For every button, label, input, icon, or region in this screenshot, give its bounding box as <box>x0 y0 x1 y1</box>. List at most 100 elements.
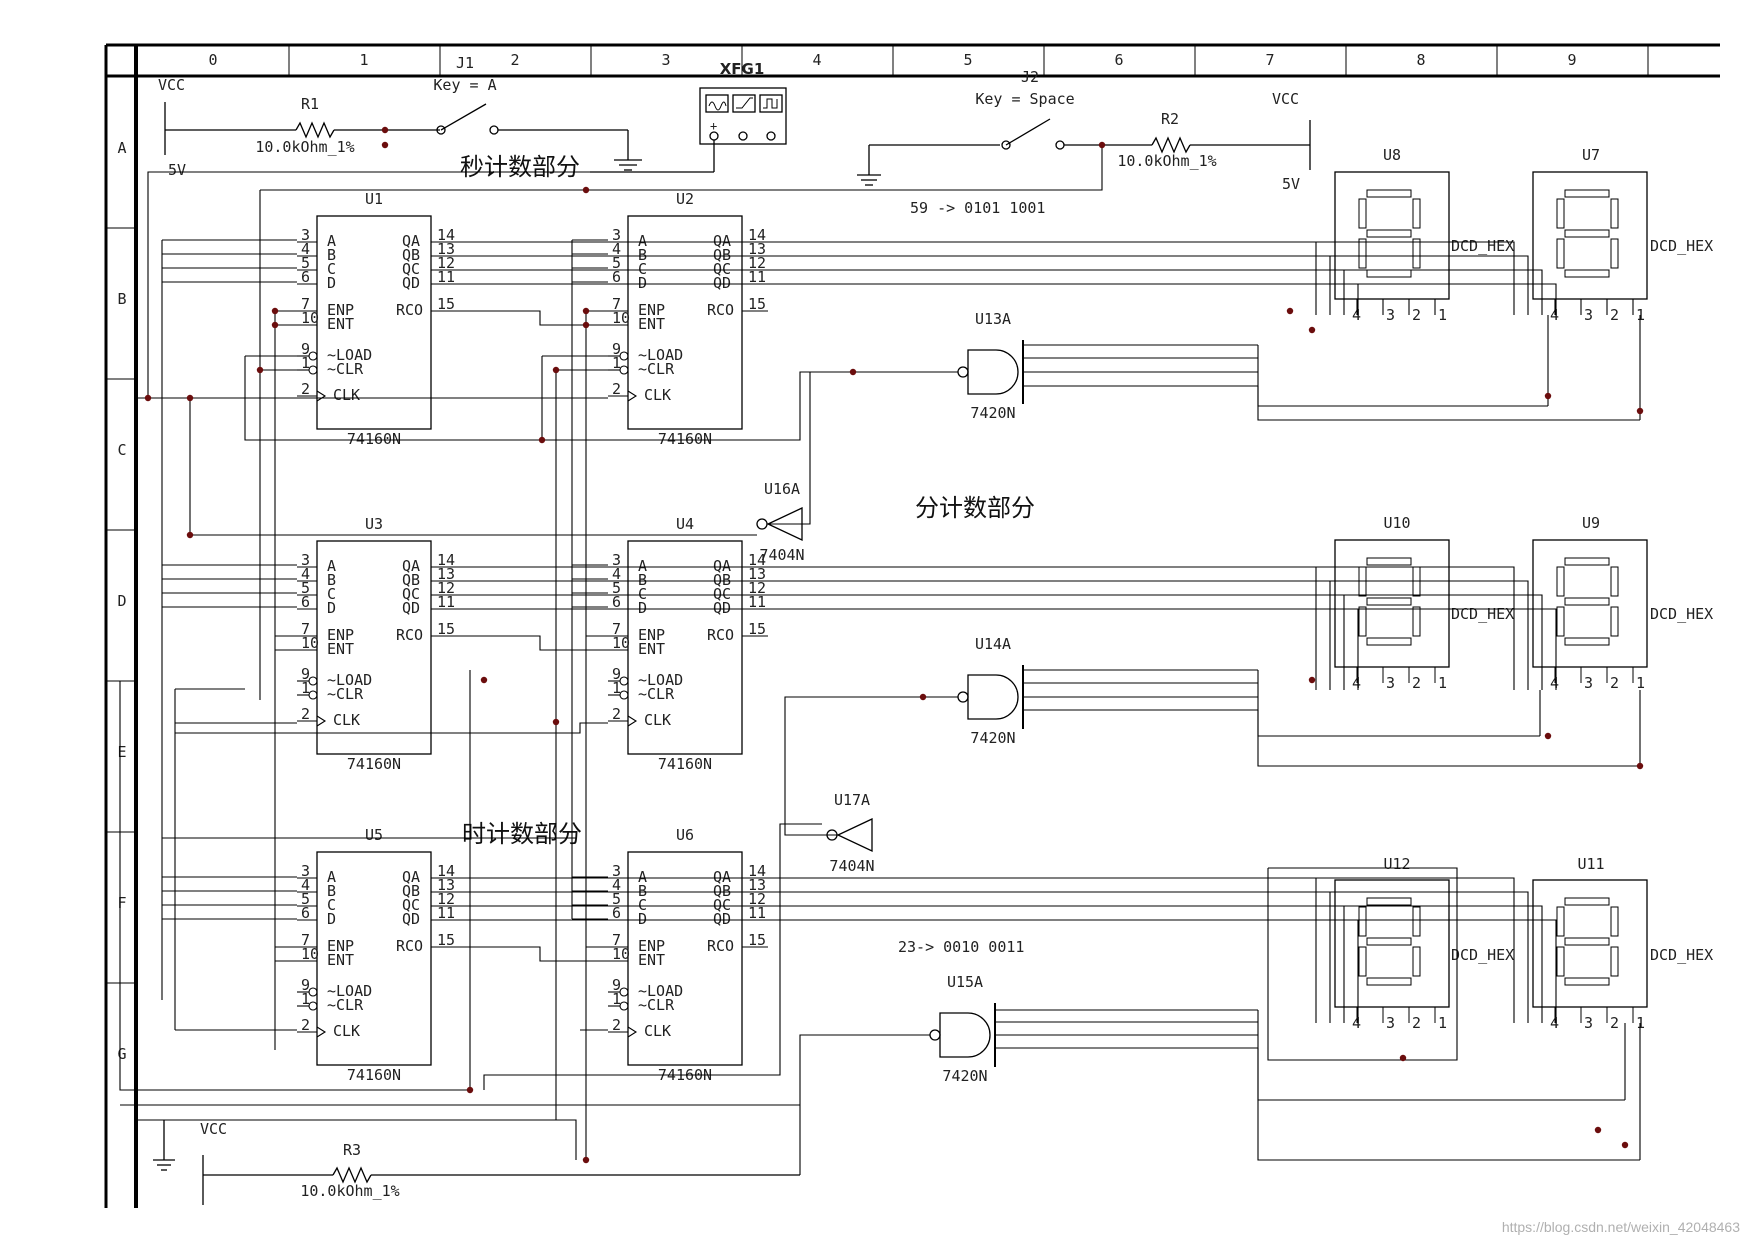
pin-name: RCO <box>396 626 423 644</box>
annotations: 秒计数部分 分计数部分 时计数部分 59 -> 0101 1001 23-> 0… <box>460 153 1045 956</box>
pin-number: 13 <box>437 876 455 894</box>
pin-name: QD <box>402 274 420 292</box>
inversion-bubble <box>308 365 318 375</box>
pin-number: 4 <box>612 240 621 258</box>
resistor-ref: R1 <box>301 95 319 113</box>
counter-ref: U5 <box>365 826 383 844</box>
pin-name: QC <box>402 896 420 914</box>
segment <box>1366 269 1412 278</box>
segment <box>1564 977 1610 986</box>
wire <box>457 283 1557 315</box>
column-label: 0 <box>208 51 217 69</box>
junction-dot <box>582 321 590 329</box>
pin-number: 3 <box>301 551 310 569</box>
junction-dot <box>480 676 488 684</box>
display-pin-number: 1 <box>1438 1014 1447 1032</box>
column-label: 5 <box>963 51 972 69</box>
pin-name: ENT <box>638 640 665 658</box>
segment <box>1358 946 1367 977</box>
display-pin-number: 2 <box>1412 1014 1421 1032</box>
segment <box>1610 238 1619 269</box>
wire <box>768 269 1345 315</box>
counter-part: 74160N <box>347 755 401 773</box>
segment <box>1366 897 1412 906</box>
pin-name: B <box>638 882 647 900</box>
wire <box>768 566 1317 690</box>
resistor-r2 <box>1151 136 1191 154</box>
pin-number: 12 <box>748 579 766 597</box>
wire <box>768 905 1345 1023</box>
wire <box>768 608 1359 690</box>
row-label: F <box>117 894 126 912</box>
row-label: E <box>117 743 126 761</box>
wire <box>457 269 1543 315</box>
segment <box>1564 189 1610 198</box>
pin-number: 11 <box>437 268 455 286</box>
wire <box>1257 1048 1640 1161</box>
junction-dot <box>1636 407 1644 415</box>
display-pin-number: 3 <box>1386 306 1395 324</box>
segment <box>1366 937 1412 946</box>
section-title-minutes: 分计数部分 <box>915 494 1035 522</box>
resistor-value: 10.0kOhm_1% <box>255 138 354 156</box>
vcc-label: VCC <box>200 1120 227 1138</box>
segment <box>1358 238 1367 269</box>
display-ref: U8 <box>1383 146 1401 164</box>
display-pin-number: 4 <box>1550 1014 1559 1032</box>
pin-number: 11 <box>437 593 455 611</box>
segment <box>1366 637 1412 646</box>
junction-dot <box>1308 676 1316 684</box>
pin-name: D <box>327 599 336 617</box>
pin-name: CLK <box>333 711 360 729</box>
display-pin-number: 4 <box>1550 674 1559 692</box>
frame-labels: 0 1 2 3 4 5 6 7 8 9 A B C D E F G <box>117 51 1576 1063</box>
column-label: 8 <box>1416 51 1425 69</box>
counter-part: 74160N <box>658 430 712 448</box>
vcc-label: VCC <box>158 76 185 94</box>
inverter-ref: U17A <box>834 791 870 809</box>
segment <box>1412 198 1421 229</box>
pin-name: ENP <box>638 626 665 644</box>
wire <box>457 580 1529 690</box>
junction-dot <box>919 693 927 701</box>
wire <box>799 1034 930 1105</box>
pin-name: QA <box>402 557 420 575</box>
pin-number: 7 <box>612 620 621 638</box>
segment <box>1366 597 1412 606</box>
wire <box>457 946 608 962</box>
clock-marker <box>627 715 638 727</box>
pin-name: QC <box>402 260 420 278</box>
pin-number: 6 <box>612 268 621 286</box>
pin-name: ~LOAD <box>638 982 683 1000</box>
pin-number: 1 <box>612 990 621 1008</box>
generator-ref: XFG1 <box>720 60 765 78</box>
pin-name: ~CLR <box>327 685 364 703</box>
column-label: 1 <box>359 51 368 69</box>
counter-u2 <box>627 215 743 430</box>
pin-name: QA <box>402 232 420 250</box>
inverter-ref: U16A <box>764 480 800 498</box>
pin-name: ~CLR <box>327 360 364 378</box>
pin-name: CLK <box>644 711 671 729</box>
junction-dot <box>1308 326 1316 334</box>
pin-number: 3 <box>612 862 621 880</box>
resistor-ref: R2 <box>1161 110 1179 128</box>
segment <box>1358 906 1367 937</box>
pin-number: 15 <box>437 620 455 638</box>
pin-number: 15 <box>437 295 455 313</box>
pin-name: ~LOAD <box>327 671 372 689</box>
inversion-bubble <box>619 987 629 997</box>
inverter-part: 7404N <box>759 546 804 564</box>
pin-number: 5 <box>301 579 310 597</box>
pin-name: ENP <box>638 301 665 319</box>
segment <box>1564 597 1610 606</box>
pin-name: ~CLR <box>638 685 675 703</box>
inversion-bubble <box>308 676 318 686</box>
counter-ref: U2 <box>676 190 694 208</box>
counter-u6 <box>627 851 743 1066</box>
pin-number: 12 <box>748 890 766 908</box>
junction-dot <box>1399 1054 1407 1062</box>
display-pin-number: 1 <box>1636 674 1645 692</box>
pin-number: 11 <box>437 904 455 922</box>
